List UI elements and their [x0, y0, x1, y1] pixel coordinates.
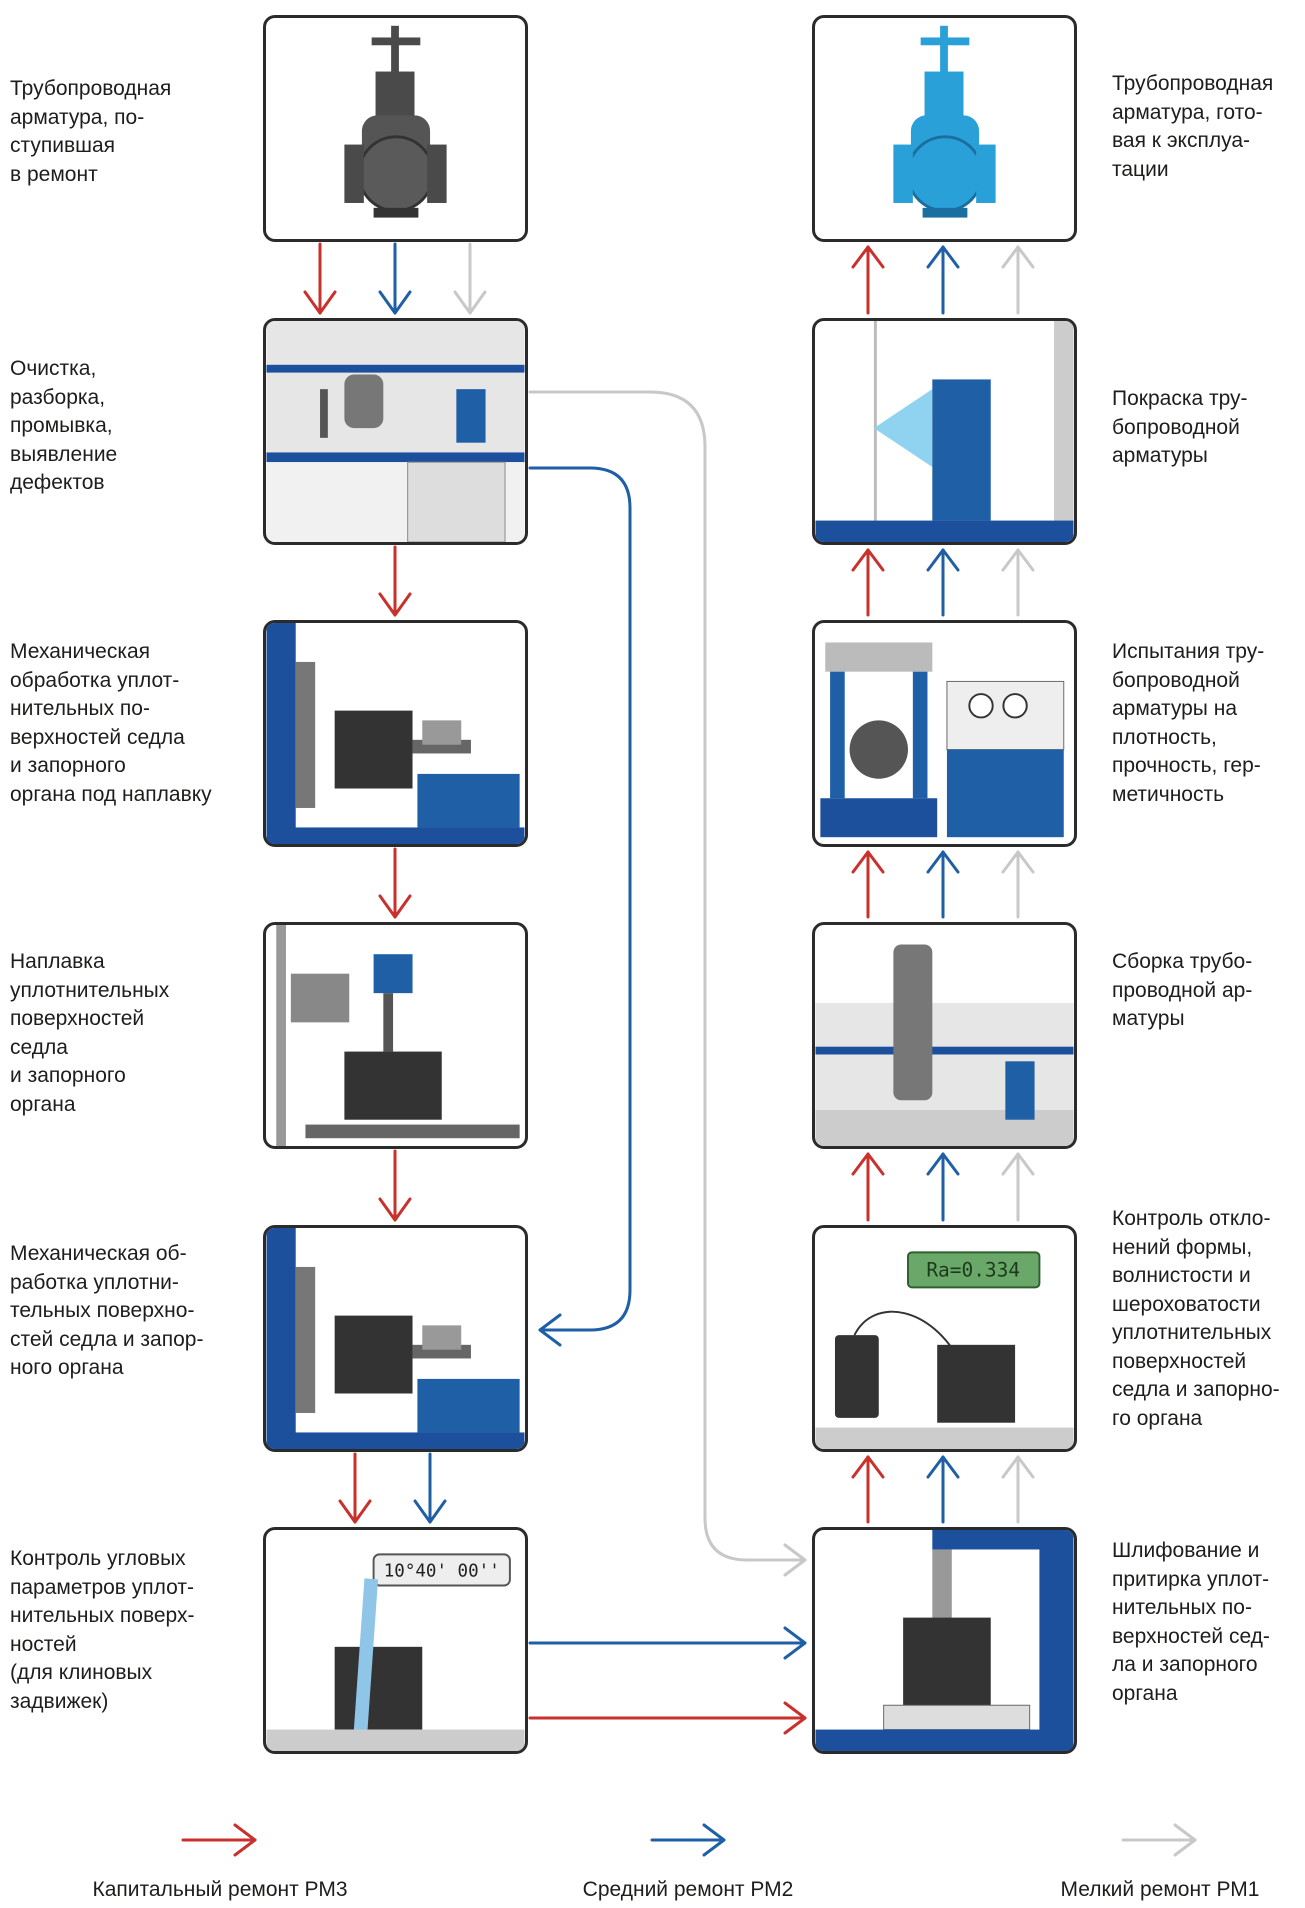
- grinding-icon: [815, 1530, 1074, 1751]
- step-box-grinding: [812, 1527, 1077, 1754]
- label-machining-1: Механическая обработка уплот- нительных …: [10, 640, 212, 806]
- arrows-up-painting-ready: [851, 245, 1035, 315]
- arrow-capital-angle-grinding: [528, 1701, 807, 1735]
- legend-label-minor: Мелкий ремонт РМ1: [1060, 1878, 1260, 1901]
- label-machining-2: Механическая об- работка уплотни- тельны…: [10, 1242, 204, 1379]
- step-box-machining-1: [263, 620, 528, 847]
- arrow-medium-machining2-angle: [413, 1452, 447, 1524]
- step-box-incoming: [263, 15, 528, 242]
- step-box-surfacing: [263, 922, 528, 1149]
- lathe-icon: [266, 1228, 525, 1449]
- roughness-display: Ra=0.334: [926, 1259, 1020, 1282]
- arrows-up-testing-painting: [851, 548, 1035, 617]
- spray-icon: [815, 321, 1074, 542]
- arrows-up-grinding-roughness: [851, 1455, 1035, 1524]
- step-box-machining-2: [263, 1225, 528, 1452]
- arrow-capital-incoming-cleaning: [303, 242, 337, 315]
- step-box-assembly: [812, 922, 1077, 1149]
- welding-icon: [276, 925, 520, 1146]
- test-press-icon: [820, 642, 1065, 838]
- step-box-angle-control: 10°40' 00'': [263, 1527, 528, 1754]
- gate-valve-icon: [893, 25, 996, 218]
- step-box-testing: [812, 620, 1077, 847]
- arrow-capital-machining2-angle: [338, 1452, 372, 1524]
- arrow-medium-incoming-cleaning: [378, 242, 412, 315]
- angle-display: 10°40' 00'': [384, 1562, 500, 1582]
- label-angle-control: Контроль угловых параметров уплот- нител…: [10, 1547, 195, 1713]
- lathe-icon: [266, 623, 525, 844]
- legend-label-capital: Капитальный ремонт РМ3: [92, 1878, 348, 1901]
- arrow-medium-angle-grinding: [528, 1626, 807, 1660]
- label-grinding: Шлифование и притирка уплот- нительных п…: [1112, 1539, 1270, 1705]
- legend-arrow-capital: [181, 1823, 257, 1857]
- label-incoming: Трубопроводная арматура, по- ступившая в…: [10, 77, 172, 186]
- step-box-painting: [812, 318, 1077, 545]
- legend-arrow-minor: [1121, 1823, 1197, 1857]
- legend-label-medium: Средний ремонт РМ2: [582, 1878, 794, 1901]
- label-testing: Испытания тру- бопроводной арматуры на п…: [1112, 640, 1265, 806]
- step-box-ready: [812, 15, 1077, 242]
- angle-gauge-icon: 10°40' 00'': [266, 1553, 525, 1751]
- workbench-icon: [266, 321, 525, 542]
- label-cleaning: Очистка, разборка, промывка, выявление д…: [10, 357, 118, 494]
- arrow-capital-surfacing-machining2: [378, 1149, 412, 1222]
- arrow-minor-cleaning-grinding: [528, 390, 807, 1577]
- gate-valve-icon: [344, 25, 447, 218]
- arrow-capital-cleaning-machining: [378, 545, 412, 617]
- arrow-capital-machining-surfacing: [378, 847, 412, 919]
- legend-arrow-medium: [650, 1823, 726, 1857]
- label-surfacing: Наплавка уплотнительных поверхностей сед…: [10, 950, 170, 1116]
- arrow-medium-cleaning-machining2: [528, 466, 632, 1347]
- arrows-up-roughness-assembly: [851, 1152, 1035, 1222]
- label-assembly: Сборка трубо- проводной ар- матуры: [1112, 950, 1253, 1030]
- label-painting: Покраска тру- бопроводной арматуры: [1112, 387, 1248, 467]
- step-box-cleaning: [263, 318, 528, 545]
- workbench-icon: [815, 944, 1074, 1146]
- step-box-roughness: Ra=0.334: [812, 1225, 1077, 1452]
- profilometer-icon: Ra=0.334: [815, 1251, 1074, 1449]
- label-ready: Трубопроводная арматура, гото- вая к экс…: [1112, 72, 1274, 181]
- arrow-minor-incoming-cleaning: [453, 242, 487, 315]
- label-roughness: Контроль откло- нений формы, волнистости…: [1112, 1207, 1280, 1430]
- arrows-up-assembly-testing: [851, 850, 1035, 919]
